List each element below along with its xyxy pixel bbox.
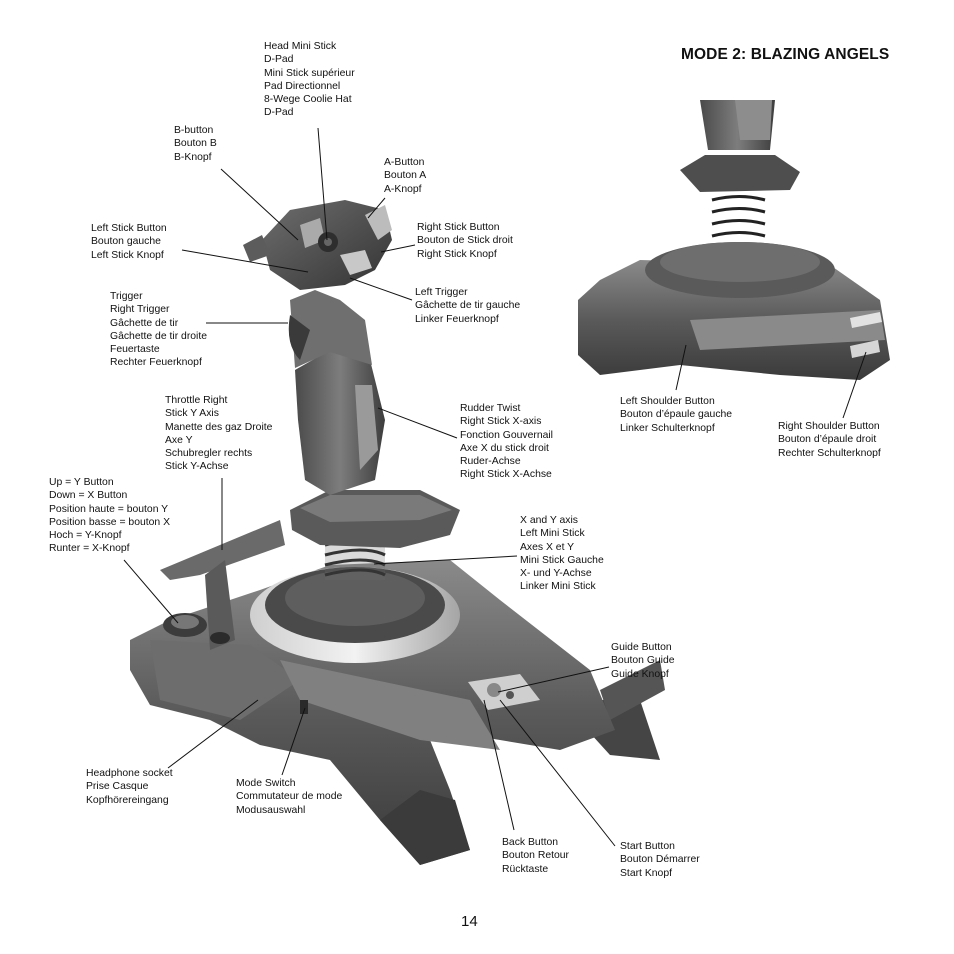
leader-lines	[123, 127, 867, 847]
shoulder-view	[578, 100, 890, 380]
page-title: MODE 2: BLAZING ANGELS	[681, 46, 890, 63]
page-number: 14	[461, 913, 478, 930]
main-joystick	[130, 200, 665, 865]
